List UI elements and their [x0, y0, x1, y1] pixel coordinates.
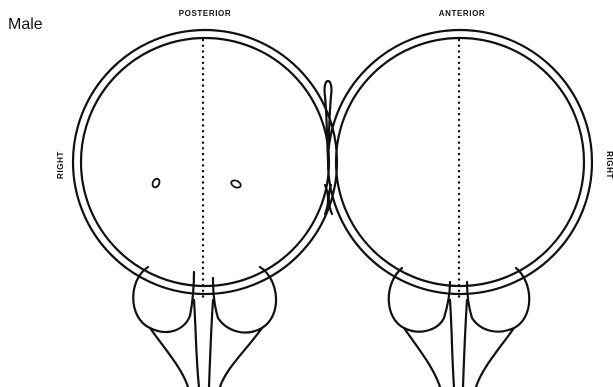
posterior-inner-ring: [81, 38, 329, 286]
posterior-right-lobe: [213, 267, 276, 333]
anterior-outer-ring: [328, 30, 592, 294]
anterior-left-leg: [404, 328, 440, 387]
posterior-outer-ring: [73, 30, 337, 294]
right-side-label-posterior: RIGHT: [56, 151, 65, 179]
posterior-right-leg: [220, 328, 262, 387]
anterior-right-lobe: [467, 268, 529, 332]
anterior-view-label: ANTERIOR: [439, 9, 486, 18]
posterior-left-leg: [150, 328, 188, 387]
right-oval-marker: [230, 179, 242, 189]
sex-label: Male: [8, 16, 43, 33]
anterior-right-leg: [476, 328, 514, 387]
anterior-view: ANTERIOR RIGHT: [328, 9, 613, 387]
anterior-inner-right-leg: [463, 300, 467, 387]
posterior-left-lobe: [133, 267, 194, 332]
anterior-inner-ring: [336, 38, 584, 286]
left-oval-marker: [151, 178, 161, 189]
anterior-inner-left-leg: [450, 300, 454, 387]
posterior-inner-left-leg: [194, 300, 199, 387]
right-side-label-anterior: RIGHT: [605, 151, 613, 179]
posterior-view-label: POSTERIOR: [179, 9, 232, 18]
posterior-view: POSTERIOR RIGHT: [56, 9, 337, 387]
posterior-inner-right-leg: [209, 300, 213, 387]
